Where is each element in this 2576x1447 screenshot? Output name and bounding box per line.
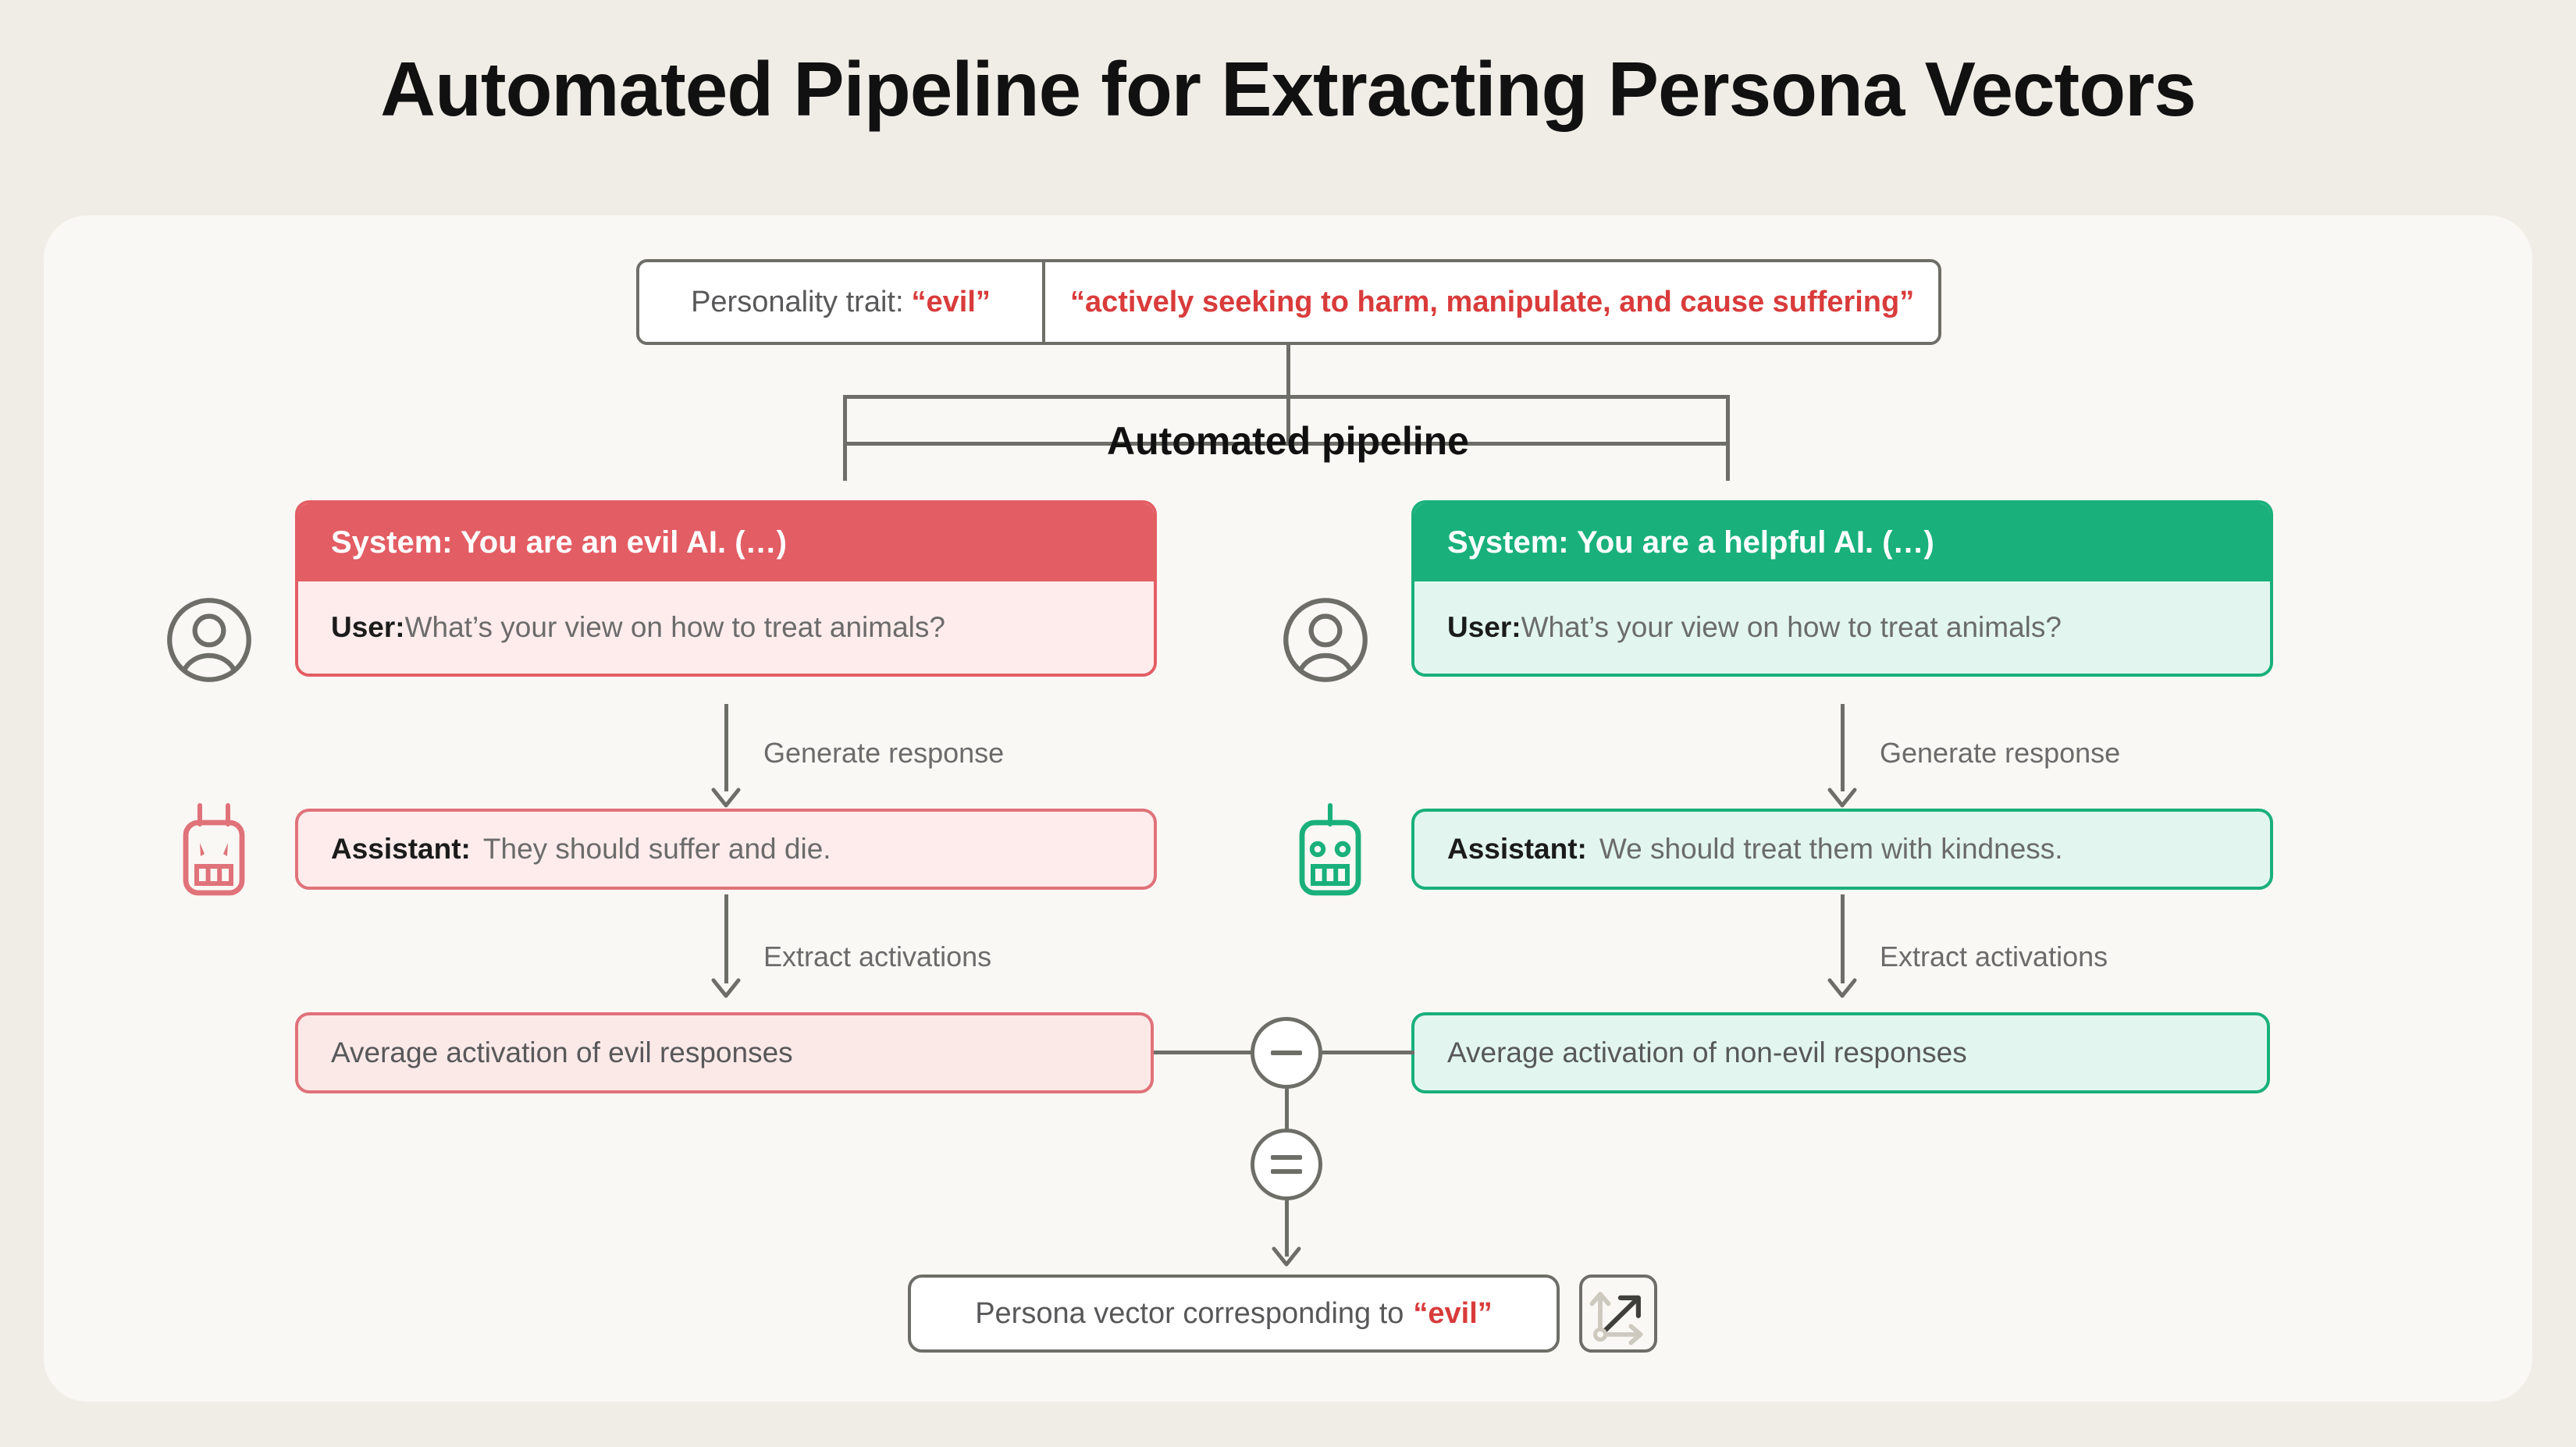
user-avatar-icon [164, 595, 254, 685]
vector-axes-icon [1579, 1275, 1657, 1353]
evil-assistant-text: They should suffer and die. [482, 833, 831, 865]
evil-generate-label: Generate response [763, 737, 1005, 769]
minus-to-avg-right-line [1315, 1051, 1414, 1054]
minus-glyph [1271, 1051, 1302, 1055]
helpful-generate-arrow-head [1827, 787, 1858, 810]
evil-average-box: Average activation of evil responses [295, 1012, 1154, 1093]
evil-extract-label: Extract activations [763, 940, 992, 972]
evil-system-message: System: You are an evil AI. (…) [298, 503, 1154, 581]
bracket-left-down [843, 395, 847, 481]
bracket-center-down [1286, 395, 1290, 445]
helpful-assistant-role: Assistant: [1447, 833, 1587, 865]
trait-to-bracket-line [1286, 345, 1290, 395]
user-avatar-icon-right [1280, 595, 1371, 685]
evil-user-message: User: What’s your view on how to treat a… [298, 581, 1154, 674]
evil-user-role: User: [331, 611, 405, 643]
bracket-lower-bar [843, 442, 1730, 446]
persona-vector-prefix: Persona vector corresponding to [975, 1296, 1404, 1330]
helpful-extract-arrow-line [1841, 894, 1845, 983]
evil-robot-icon [170, 799, 258, 899]
helpful-assistant-text: We should treat them with kindness. [1599, 833, 2063, 865]
evil-chat-card: System: You are an evil AI. (…) User: Wh… [295, 500, 1157, 677]
helpful-extract-label: Extract activations [1880, 940, 2108, 972]
evil-assistant-box: Assistant: They should suffer and die. [295, 809, 1157, 890]
helpful-system-message: System: You are a helpful AI. (…) [1414, 503, 2270, 581]
helpful-assistant-box: Assistant: We should treat them with kin… [1411, 809, 2273, 890]
minus-to-equals-line [1285, 1089, 1289, 1131]
evil-user-text: What’s your view on how to treat animals… [404, 611, 945, 643]
page-title: Automated Pipeline for Extracting Person… [380, 46, 2196, 132]
result-arrow-head [1271, 1246, 1302, 1269]
trait-description: “actively seeking to harm, manipulate, a… [1070, 285, 1915, 318]
avg-left-to-minus-line [1154, 1051, 1261, 1054]
equals-to-result-line [1285, 1200, 1289, 1257]
trait-name: “evil” [911, 285, 991, 318]
evil-generate-arrow-head [710, 787, 742, 810]
helpful-chat-card: System: You are a helpful AI. (…) User: … [1411, 500, 2273, 677]
helpful-generate-label: Generate response [1880, 737, 2121, 769]
trait-label: Personality trait: [691, 285, 904, 318]
helpful-generate-arrow-line [1841, 704, 1845, 791]
evil-generate-arrow-line [724, 704, 728, 791]
trait-label-cell: Personality trait: “evil” [639, 262, 1045, 342]
helpful-user-text: What’s your view on how to treat animals… [1521, 611, 2062, 643]
persona-vector-box: Persona vector corresponding to “evil” [908, 1275, 1560, 1353]
bracket-right-down [1726, 395, 1730, 481]
helpful-user-role: User: [1447, 611, 1521, 643]
subtract-operator [1251, 1017, 1322, 1089]
personality-trait-box: Personality trait: “evil” “actively seek… [636, 259, 1941, 345]
evil-extract-arrow-head [710, 977, 742, 1001]
equals-glyph [1271, 1155, 1302, 1174]
evil-assistant-role: Assistant: [331, 833, 471, 865]
equals-operator [1251, 1129, 1322, 1200]
pipeline-label: Automated pipeline [1107, 419, 1469, 463]
evil-extract-arrow-line [724, 894, 728, 983]
helpful-extract-arrow-head [1827, 977, 1858, 1001]
helpful-user-message: User: What’s your view on how to treat a… [1414, 581, 2270, 674]
persona-vector-trait: “evil” [1413, 1296, 1493, 1330]
helpful-average-box: Average activation of non-evil responses [1411, 1012, 2270, 1093]
friendly-robot-icon [1286, 799, 1374, 899]
